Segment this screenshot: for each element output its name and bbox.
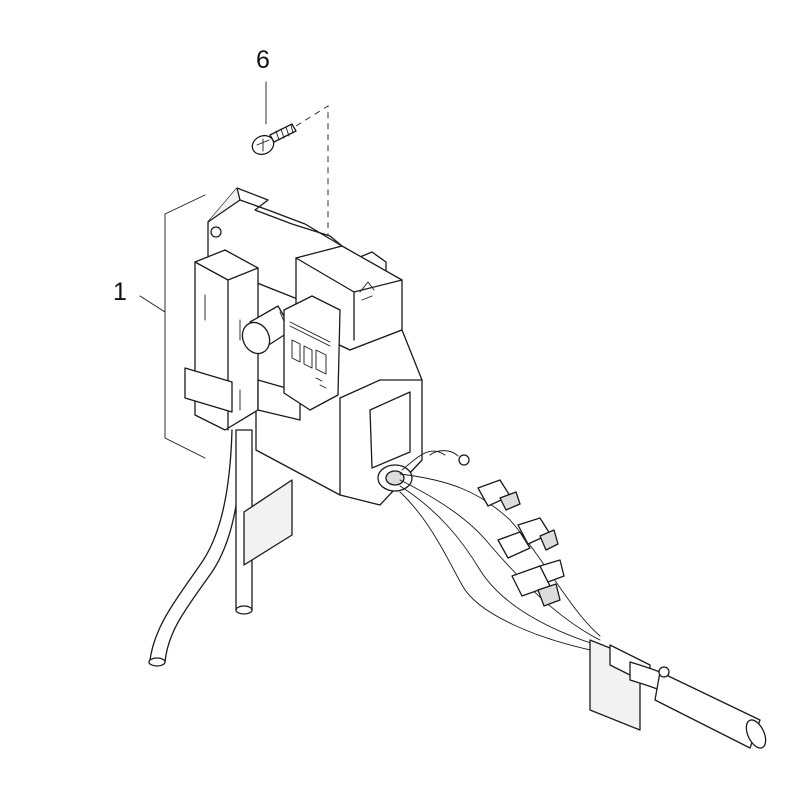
adjustment-knob [241, 305, 293, 355]
callout-label-6: 6 [256, 46, 270, 74]
leader-line-1 [139, 295, 166, 313]
wiring-harness [399, 450, 601, 653]
assembly-bracket [164, 194, 206, 459]
cable-sleeve [589, 639, 767, 749]
digital-display-panel [283, 295, 341, 411]
callout-label-1: 1 [113, 278, 127, 306]
vertical-cable [235, 429, 293, 615]
ground-cable [148, 429, 243, 667]
side-cover [184, 249, 301, 431]
screw-part [251, 123, 297, 156]
